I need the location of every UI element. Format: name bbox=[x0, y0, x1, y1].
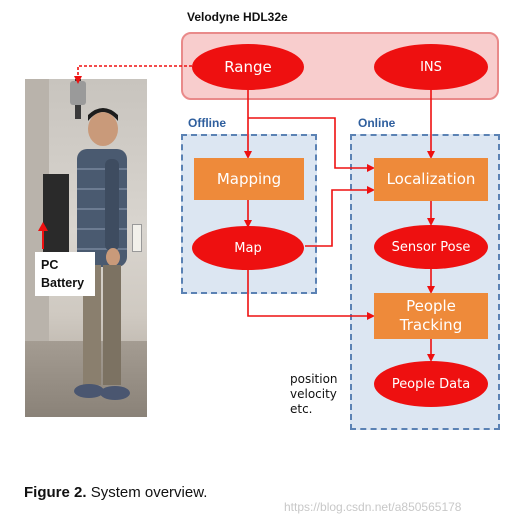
range-node: Range bbox=[192, 44, 304, 90]
side-note-position: position bbox=[290, 372, 338, 386]
range-to-sensor-arrow bbox=[74, 65, 192, 84]
pc-battery-label: PC Battery bbox=[35, 252, 95, 296]
sensor-pose-node: Sensor Pose bbox=[374, 225, 488, 269]
left-shoe bbox=[74, 384, 104, 398]
people-tracking-node: People Tracking bbox=[374, 293, 488, 339]
sensor-title: Velodyne HDL32e bbox=[187, 10, 288, 24]
map-to-tracking-arrow bbox=[247, 268, 375, 320]
map-to-localization-arrow bbox=[305, 186, 375, 247]
lidar-sensor bbox=[70, 81, 86, 105]
head bbox=[88, 112, 118, 146]
side-note: position velocity etc. bbox=[290, 372, 338, 417]
right-leg bbox=[103, 265, 121, 385]
battery-arrow bbox=[38, 222, 48, 231]
hair bbox=[88, 108, 118, 121]
right-shoe bbox=[100, 386, 130, 400]
range-to-localization-arrow bbox=[248, 117, 375, 172]
mapping-node: Mapping bbox=[194, 158, 304, 200]
offline-label: Offline bbox=[188, 116, 226, 130]
battery-label: Battery bbox=[41, 276, 85, 290]
people-data-node: People Data bbox=[374, 361, 488, 407]
caption-prefix: Figure 2. bbox=[24, 484, 87, 501]
map-node: Map bbox=[192, 226, 304, 270]
figure-caption: Figure 2. System overview. bbox=[24, 484, 207, 501]
wall-outlet bbox=[132, 224, 142, 252]
arm bbox=[105, 159, 119, 251]
side-note-etc: etc. bbox=[290, 402, 313, 416]
side-note-velocity: velocity bbox=[290, 387, 337, 401]
ins-node: INS bbox=[374, 44, 488, 90]
online-label: Online bbox=[358, 116, 396, 130]
caption-text: System overview. bbox=[90, 484, 208, 501]
pc-label: PC bbox=[41, 258, 59, 272]
localization-node: Localization bbox=[374, 158, 488, 201]
hand bbox=[106, 248, 120, 266]
watermark: https://blog.csdn.net/a850565178 bbox=[284, 500, 462, 514]
